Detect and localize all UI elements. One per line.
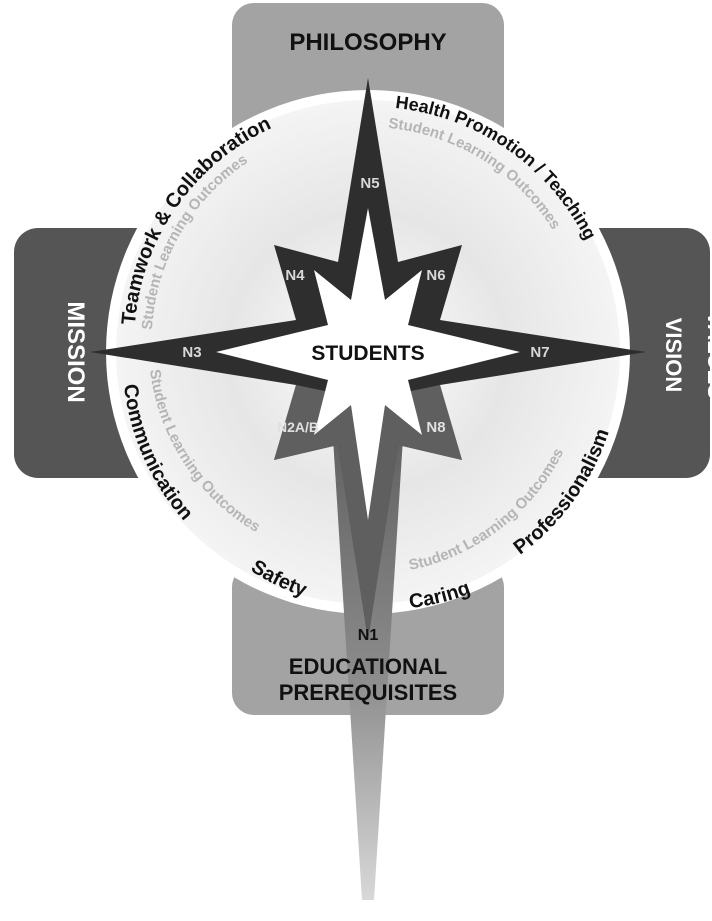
point-n4: N4 [285, 267, 305, 284]
panel-values-label: VALUES [703, 311, 712, 399]
compass-star-inner [216, 208, 520, 520]
panel-vision-label: VISION [661, 318, 686, 393]
panel-prereq-label-1: EDUCATIONAL [289, 654, 447, 679]
panel-mission-label: MISSION [62, 301, 89, 402]
tail-ray-n1 [330, 390, 406, 900]
panel-philosophy-label: PHILOSOPHY [289, 29, 446, 56]
point-n5: N5 [360, 175, 379, 192]
point-n1: N1 [358, 627, 379, 644]
panel-prereq-label-2: PREREQUISITES [279, 680, 457, 705]
point-n8: N8 [426, 419, 445, 436]
point-n3: N3 [182, 344, 201, 361]
center-label: STUDENTS [311, 342, 424, 365]
point-n2ab: N2A/B [277, 419, 319, 435]
point-n7: N7 [530, 344, 549, 361]
point-n6: N6 [426, 267, 445, 284]
